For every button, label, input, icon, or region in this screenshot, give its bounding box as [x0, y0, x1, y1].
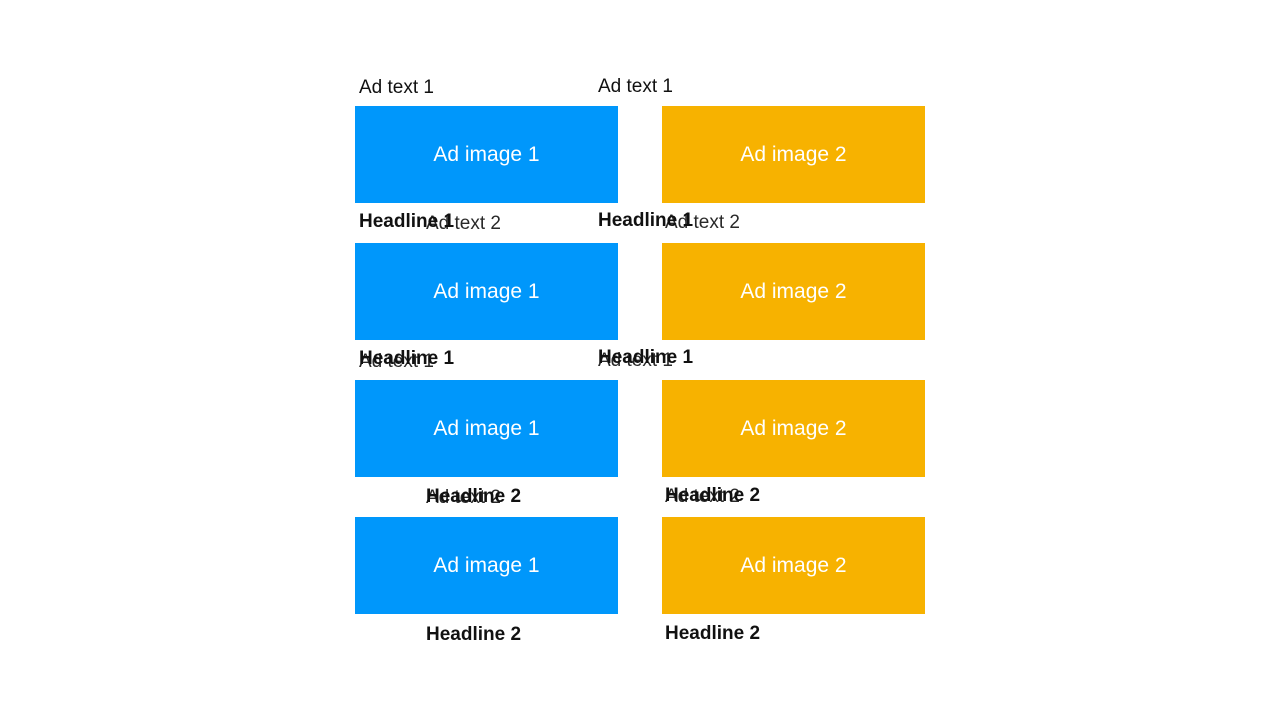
ad-image-2-box: Ad image 2 — [662, 243, 925, 340]
ad-image-1-box: Ad image 1 — [355, 106, 618, 203]
headline-label: Headline 2 — [665, 623, 761, 644]
headline-label: Headline 1 — [359, 211, 455, 232]
ad-image-1-box: Ad image 1 — [355, 380, 618, 477]
headline-label: Headline 2 — [426, 486, 522, 507]
ad-image-label: Ad image 1 — [433, 279, 540, 303]
ad-image-1-box: Ad image 1 — [355, 517, 618, 614]
ad-text-label: Ad text 2 — [665, 212, 740, 233]
ad-image-label: Ad image 1 — [433, 416, 540, 440]
ad-text-label: Ad text 1 — [598, 350, 673, 371]
ad-image-1-box: Ad image 1 — [355, 243, 618, 340]
headline-label: Headline 1 — [359, 348, 455, 369]
ad-image-2-box: Ad image 2 — [662, 106, 925, 203]
ad-image-2-box: Ad image 2 — [662, 517, 925, 614]
ad-text-label: Ad text 2 — [426, 213, 501, 234]
ad-image-label: Ad image 2 — [740, 416, 847, 440]
ad-text-label: Ad text 1 — [359, 351, 434, 372]
ad-text-label: Ad text 2 — [665, 486, 740, 507]
headline-label: Headline 1 — [598, 210, 694, 231]
ad-image-label: Ad image 2 — [740, 279, 847, 303]
ad-text-label: Ad text 1 — [359, 77, 434, 98]
ad-text-label: Ad text 2 — [426, 487, 501, 508]
ad-image-2-box: Ad image 2 — [662, 380, 925, 477]
ad-image-label: Ad image 1 — [433, 553, 540, 577]
headline-label: Headline 1 — [598, 347, 694, 368]
ad-image-label: Ad image 2 — [740, 142, 847, 166]
ad-image-label: Ad image 1 — [433, 142, 540, 166]
headline-label: Headline 2 — [665, 485, 761, 506]
ad-image-label: Ad image 2 — [740, 553, 847, 577]
headline-label: Headline 2 — [426, 624, 522, 645]
ad-text-label: Ad text 1 — [598, 76, 673, 97]
